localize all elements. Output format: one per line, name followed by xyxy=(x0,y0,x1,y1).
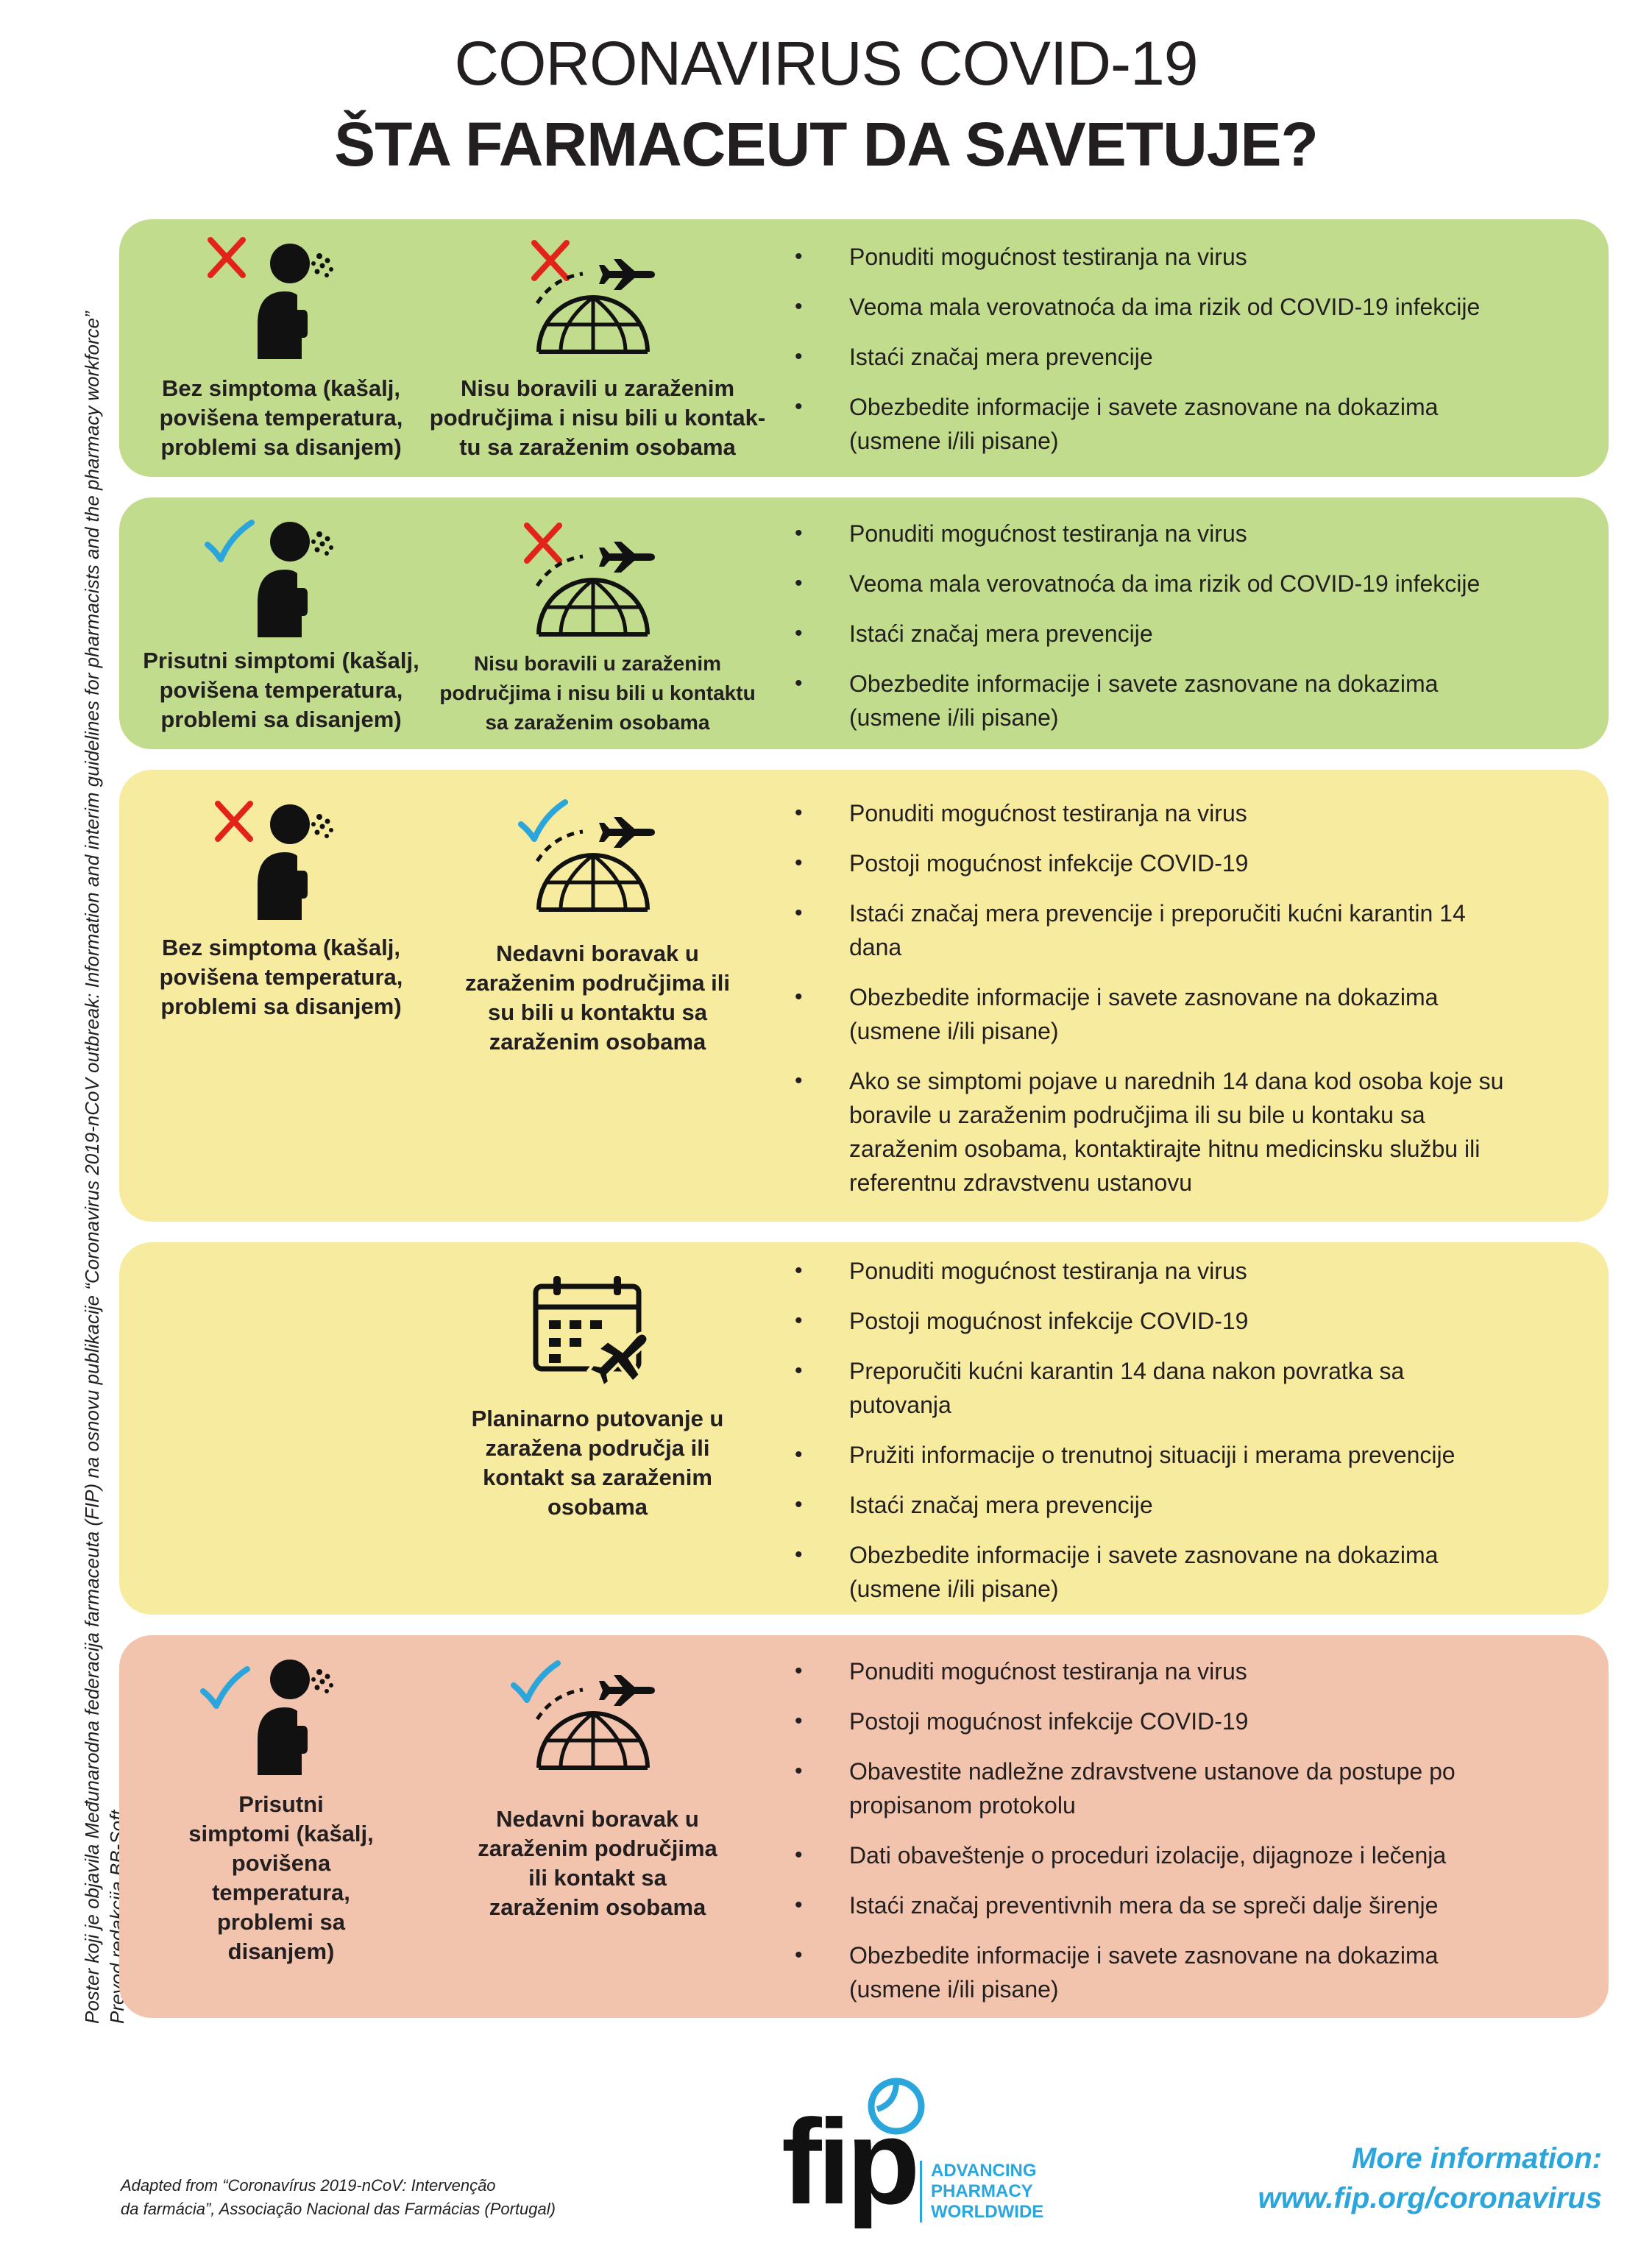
globe-airplane-icon xyxy=(531,1665,656,1775)
symptom-caption: Prisutni simptomi (kašalj, povišena temp… xyxy=(143,648,419,732)
panel-symptoms-no-travel: Prisutni simptomi (kašalj, povišena temp… xyxy=(119,497,1609,749)
coughing-person-icon xyxy=(244,802,340,920)
panel-planned-travel: Planinarno putovanje u zaražena područja… xyxy=(119,1242,1609,1615)
list-item: Istaći značaj mera prevencije xyxy=(795,1488,1589,1522)
list-item: Istaći značaj mera prevencije i preporuč… xyxy=(795,896,1589,964)
adapted-from-note: Adapted from “Coronavírus 2019-nCoV: Int… xyxy=(121,2176,556,2218)
panel-no-symptoms-travel: Bez simptoma (kašalj, povišena temperatu… xyxy=(119,770,1609,1222)
more-information-link[interactable]: www.fip.org/coronavirus xyxy=(1258,2182,1602,2214)
list-item: Istaći značaj preventivnih mera da se sp… xyxy=(795,1888,1589,1922)
list-item: Ponuditi mogućnost testiranja na virus xyxy=(795,1254,1589,1288)
fip-logo-mark-icon xyxy=(868,2078,925,2135)
coughing-person-icon xyxy=(244,241,340,359)
globe-airplane-icon xyxy=(531,249,656,359)
list-item: Ponuditi mogućnost testiranja na virus xyxy=(795,1654,1589,1688)
fip-tagline: ADVANCING PHARMACY WORLDWIDE xyxy=(920,2161,1043,2223)
list-item: Ponuditi mogućnost testiranja na virus xyxy=(795,796,1589,830)
page-title-line1: CORONAVIRUS COVID-19 xyxy=(454,29,1199,98)
advice-list: Ponuditi mogućnost testiranja na virus P… xyxy=(795,1254,1589,1622)
advice-list: Ponuditi mogućnost testiranja na virus P… xyxy=(795,796,1589,1216)
advice-list: Ponuditi mogućnost testiranja na virus P… xyxy=(795,1654,1589,2022)
list-item: Obezbedite informacije i savete zasnovan… xyxy=(795,667,1589,734)
calendar-airplane-icon xyxy=(531,1275,656,1392)
list-item: Postoji mogućnost infekcije COVID-19 xyxy=(795,1304,1589,1338)
panel-no-symptoms-no-travel: Bez simptoma (kašalj, povišena temperatu… xyxy=(119,219,1609,477)
coughing-person-icon xyxy=(244,1657,340,1775)
list-item: Istaći značaj mera prevencije xyxy=(795,340,1589,374)
list-item: Preporučiti kućni karantin 14 dana nakon… xyxy=(795,1354,1589,1422)
advice-list: Ponuditi mogućnost testiranja na virus V… xyxy=(795,240,1589,474)
travel-caption: Nedavni boravak u zaraženim područjima i… xyxy=(478,1806,717,1920)
travel-caption: Planinarno putovanje u zaražena područja… xyxy=(471,1406,724,1520)
travel-caption: Nedavni boravak u zaraženim područjima i… xyxy=(464,941,731,1055)
list-item: Dati obaveštenje o proceduri izolacije, … xyxy=(795,1838,1589,1872)
list-item: Istaći značaj mera prevencije xyxy=(795,617,1589,651)
list-item: Obezbedite informacije i savete zasnovan… xyxy=(795,1938,1589,2006)
list-item: Obezbedite informacije i savete zasnovan… xyxy=(795,1538,1589,1606)
list-item: Postoji mogućnost infekcije COVID-19 xyxy=(795,846,1589,880)
list-item: Veoma mala verovatnoća da ima rizik od C… xyxy=(795,567,1589,601)
more-information: More information: www.fip.org/coronaviru… xyxy=(1258,2139,1602,2218)
list-item: Ponuditi mogućnost testiranja na virus xyxy=(795,517,1589,550)
symptom-caption: Prisutni simptomi (kašalj, povišena temp… xyxy=(188,1791,374,1964)
fip-logo: fip xyxy=(781,2094,920,2229)
check-icon xyxy=(199,1666,250,1710)
travel-caption: Nisu boravili u zaraženim područjima i n… xyxy=(439,652,756,734)
page-title-line2: ŠTA FARMACEUT DA SAVETUJE? xyxy=(334,110,1319,179)
list-item: Veoma mala verovatnoća da ima rizik od C… xyxy=(795,290,1589,324)
cross-icon xyxy=(205,235,249,280)
globe-airplane-icon xyxy=(531,531,656,642)
symptom-caption: Bez simptoma (kašalj, povišena temperatu… xyxy=(159,375,403,460)
list-item: Obavestite nadležne zdravstvene ustanove… xyxy=(795,1754,1589,1822)
list-item: Postoji mogućnost infekcije COVID-19 xyxy=(795,1704,1589,1738)
list-item: Ponuditi mogućnost testiranja na virus xyxy=(795,240,1589,274)
side-note-line1: Poster koji je objavila Međunarodna fede… xyxy=(81,311,103,2024)
panel-symptoms-travel: Prisutni simptomi (kašalj, povišena temp… xyxy=(119,1635,1609,2018)
travel-caption: Nisu boravili u zaraženim područjima i n… xyxy=(429,375,766,460)
advice-list: Ponuditi mogućnost testiranja na virus V… xyxy=(795,517,1589,751)
globe-airplane-icon xyxy=(531,807,656,917)
list-item: Ako se simptomi pojave u narednih 14 dan… xyxy=(795,1064,1589,1200)
symptom-caption: Bez simptoma (kašalj, povišena temperatu… xyxy=(159,935,403,1019)
list-item: Pružiti informacije o trenutnoj situacij… xyxy=(795,1438,1589,1472)
list-item: Obezbedite informacije i savete zasnovan… xyxy=(795,390,1589,458)
coughing-person-icon xyxy=(244,520,340,637)
list-item: Obezbedite informacije i savete zasnovan… xyxy=(795,980,1589,1048)
